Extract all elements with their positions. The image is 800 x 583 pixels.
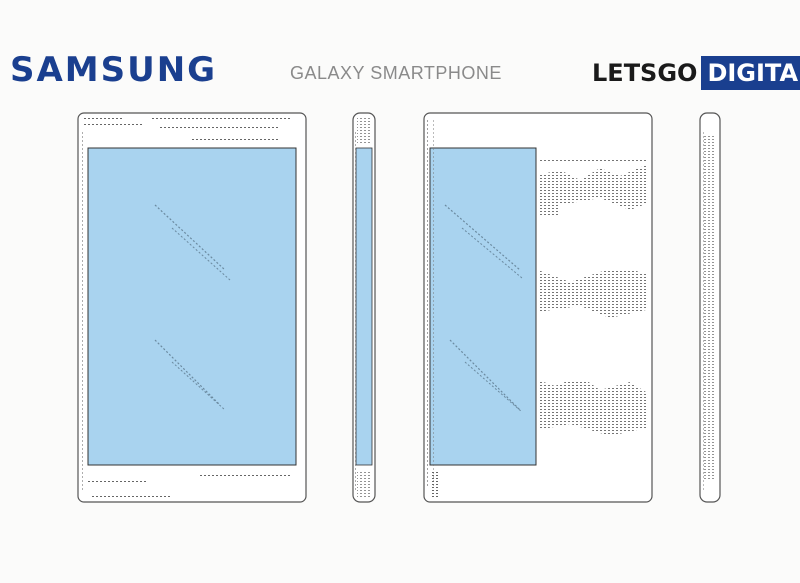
figure-side-view-left <box>352 112 376 503</box>
letsgodigital-logo: LETSGO DIGITAL <box>592 56 800 90</box>
display-area <box>87 147 297 466</box>
page-title: GALAXY SMARTPHONE <box>290 63 502 83</box>
logo-part-digital: DIGITAL <box>701 56 800 90</box>
figure-front-view-partial-screen <box>423 112 653 503</box>
partial-display-area <box>429 147 537 466</box>
side-display-area <box>355 147 373 466</box>
samsung-logo: SAMSUNG <box>10 50 218 90</box>
logo-part-letsgo: LETSGO <box>592 59 698 87</box>
figure-front-view <box>77 112 307 503</box>
header: SAMSUNG GALAXY SMARTPHONE LETSGO DIGITAL <box>0 0 800 110</box>
figure-side-view-right <box>699 112 721 503</box>
